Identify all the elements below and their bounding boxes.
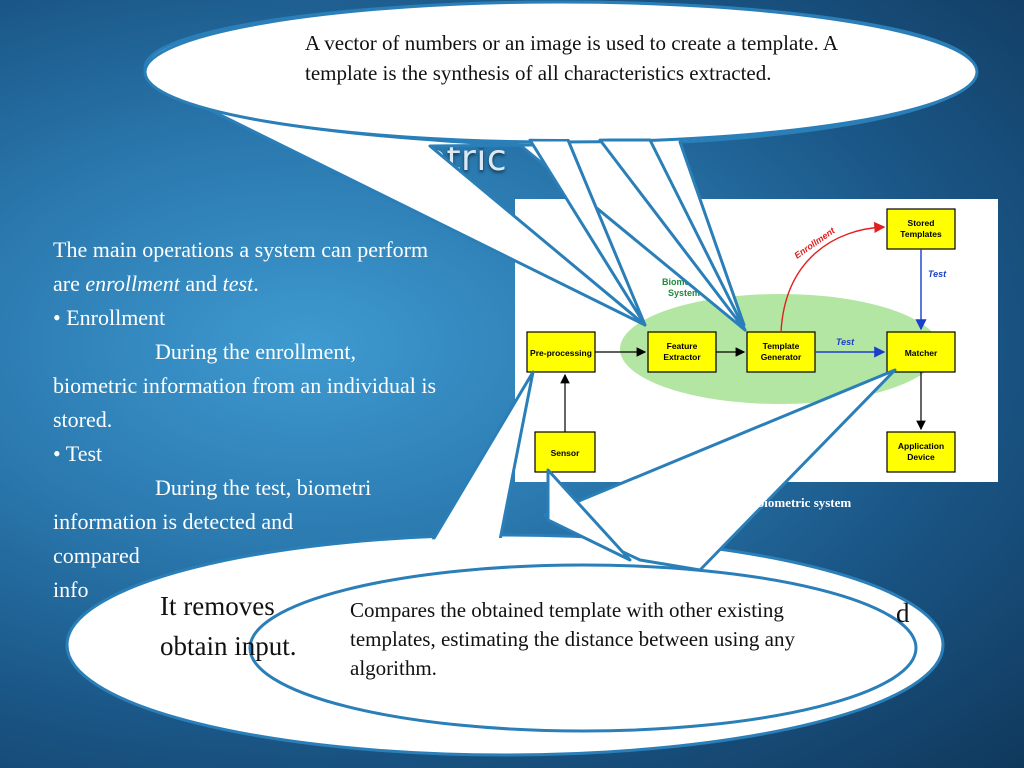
left-balloon-trailing-text: d — [896, 598, 910, 628]
intro-text: The main operations a system can perform… — [53, 237, 429, 296]
svg-text:Matcher: Matcher — [905, 348, 938, 358]
svg-text:Template: Template — [763, 341, 800, 351]
right-balloon-text: Compares the obtained template with othe… — [350, 598, 795, 680]
biometric-system-label-1: Biometric — [662, 277, 704, 287]
svg-text:Application: Application — [898, 441, 944, 451]
test-text-fourth: info — [53, 577, 89, 602]
right-balloon-tail-b — [546, 468, 632, 562]
test-text-third: compared — [53, 543, 140, 568]
svg-text:Generator: Generator — [761, 352, 802, 362]
svg-text:Templates: Templates — [900, 229, 942, 239]
intro-paragraph: The main operations a system can perform… — [53, 233, 453, 301]
test-text-second: information is detected and — [53, 509, 294, 534]
sensor-box: Sensor — [534, 431, 596, 473]
test-label-right: Test — [928, 269, 947, 279]
feature-extractor-box: Feature Extractor — [647, 331, 717, 373]
matcher-box: Matcher — [886, 331, 956, 373]
top-balloon-cover — [148, 5, 974, 139]
top-balloon-tail-right — [598, 138, 747, 332]
caption-part-b: of a biometric system — [733, 495, 852, 510]
stored-templates-box: Stored Templates — [886, 208, 956, 250]
preprocessing-box: Pre-processing — [526, 331, 596, 373]
intro-text-and: and — [179, 271, 223, 296]
test-label-mid: Test — [836, 337, 855, 347]
biometric-system-label-2: System — [668, 288, 700, 298]
left-balloon-text: It removes obtain input. — [160, 591, 297, 661]
application-device-box: Application Device — [886, 431, 956, 473]
svg-text:Feature: Feature — [667, 341, 698, 351]
enrollment-text-first: During the enrollment, — [155, 339, 357, 364]
bullet-enrollment: • Enrollment — [53, 305, 166, 330]
diagram-caption: The basic bl of a biometric system — [598, 495, 851, 511]
test-text-first: During the test, biometri — [155, 475, 372, 500]
slide-body: The main operations a system can perform… — [53, 233, 453, 607]
svg-text:Sensor: Sensor — [551, 448, 581, 458]
diagram-svg: Biometric System Pre-processing Feature … — [526, 208, 956, 473]
biometric-system-diagram: Biometric System Pre-processing Feature … — [515, 199, 998, 482]
bullet-test: • Test — [53, 441, 103, 466]
right-balloon-cover — [253, 568, 913, 728]
intro-emphasis-test: test — [222, 271, 254, 296]
caption-part-a: The basic bl — [598, 495, 666, 510]
svg-text:Pre-processing: Pre-processing — [530, 348, 592, 358]
svg-text:Device: Device — [907, 452, 935, 462]
left-balloon-tail — [428, 370, 535, 547]
intro-period: . — [253, 271, 259, 296]
top-balloon-text: A vector of numbers or an image is used … — [305, 31, 837, 85]
intro-emphasis-enrollment: enrollment — [85, 271, 180, 296]
arrow-enrollment — [780, 221, 886, 333]
enrollment-text-rest: biometric information from an individual… — [53, 373, 437, 432]
svg-text:Extractor: Extractor — [663, 352, 701, 362]
top-balloon-tail-left — [528, 138, 647, 327]
svg-text:Stored: Stored — [908, 218, 935, 228]
